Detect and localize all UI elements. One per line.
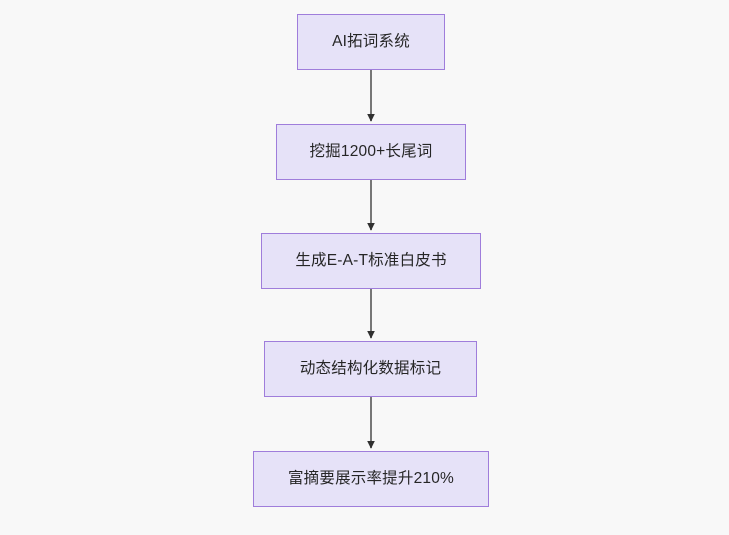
flow-node-label: AI拓词系统 xyxy=(332,32,410,50)
flow-node-label: 挖掘1200+长尾词 xyxy=(309,142,433,160)
flow-node-ai-keyword-system[interactable]: AI拓词系统 xyxy=(297,14,445,70)
flow-node-label: 生成E-A-T标准白皮书 xyxy=(295,251,447,269)
flow-node-label: 富摘要展示率提升210% xyxy=(287,469,455,487)
flow-node-rich-snippet-rate-increase[interactable]: 富摘要展示率提升210% xyxy=(253,451,489,507)
flow-node-generate-eat-whitepaper[interactable]: 生成E-A-T标准白皮书 xyxy=(261,233,481,289)
flow-node-mine-longtail-keywords[interactable]: 挖掘1200+长尾词 xyxy=(276,124,466,180)
flow-node-dynamic-structured-data-markup[interactable]: 动态结构化数据标记 xyxy=(264,341,477,397)
flow-node-label: 动态结构化数据标记 xyxy=(299,359,442,377)
